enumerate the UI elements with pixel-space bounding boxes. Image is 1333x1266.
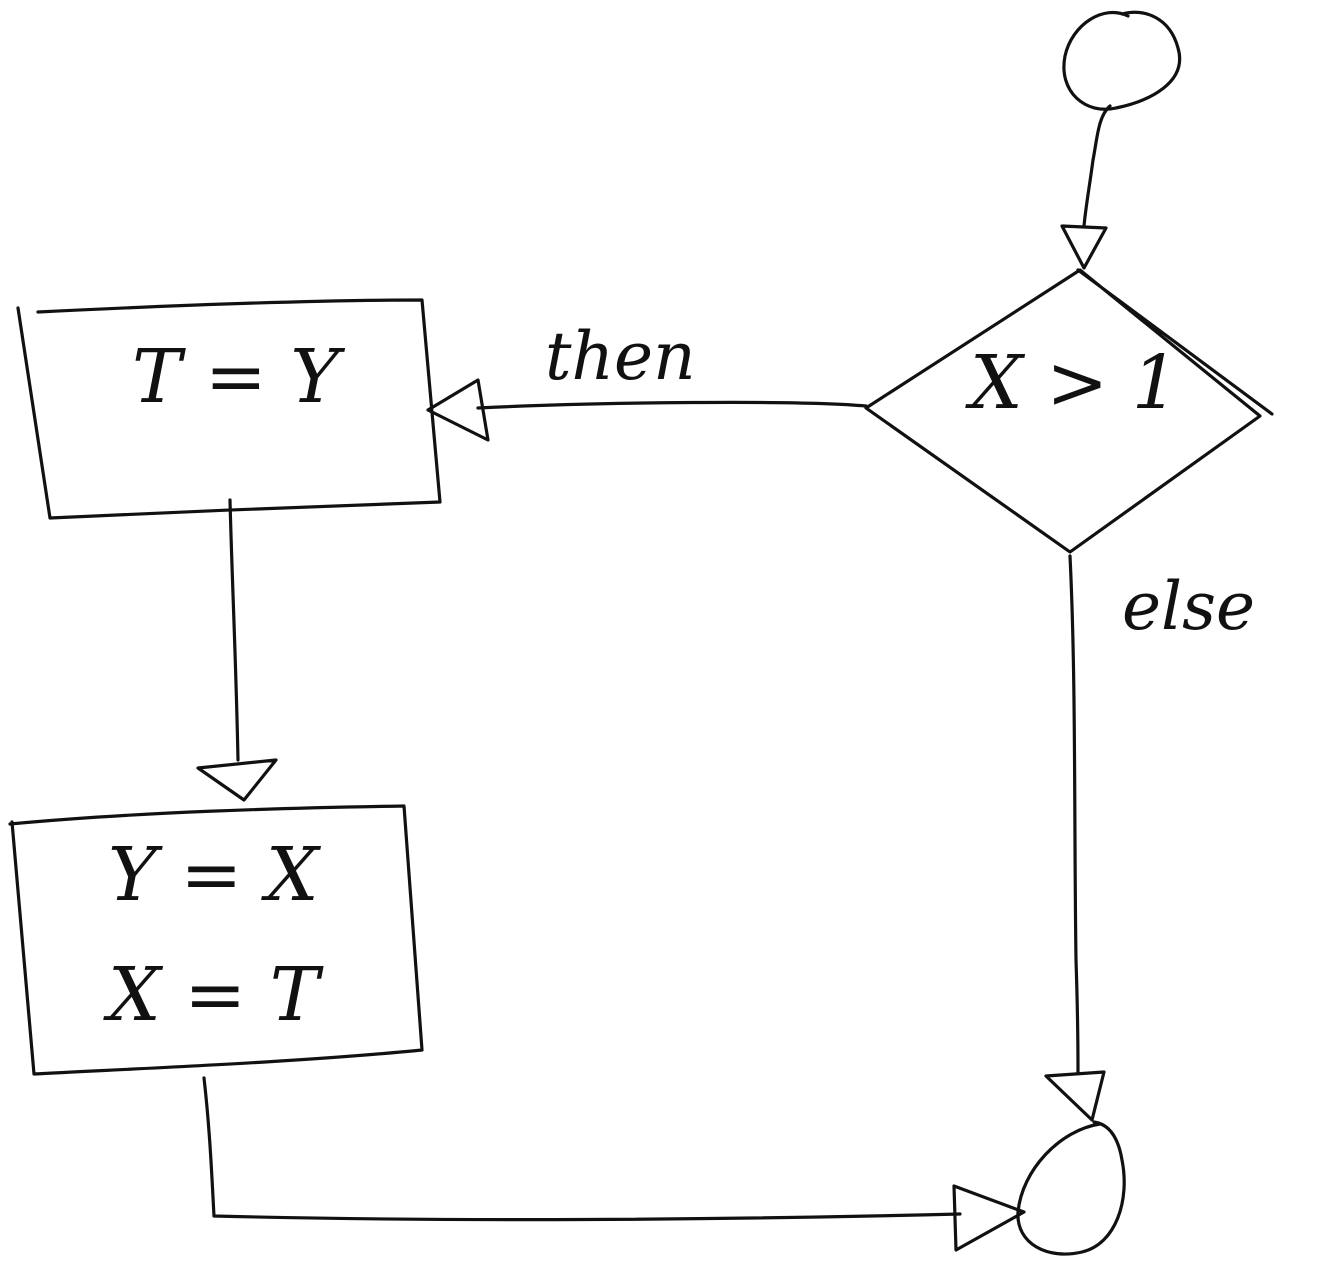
assign-node	[16, 298, 442, 520]
swap-label-line-1: Y = X	[108, 832, 319, 918]
start-node	[1062, 10, 1182, 111]
swap-label-line-2: X = T	[108, 952, 320, 1038]
edge-condition-to-assign	[476, 400, 868, 410]
edge-condition-to-assign-arrowhead	[426, 378, 490, 442]
end-node	[1016, 1120, 1126, 1256]
edge-swap-to-end-arrowhead	[952, 1184, 1026, 1252]
assign-label: T = Y	[132, 334, 340, 420]
edge-assign-to-swap-arrowhead	[196, 758, 278, 802]
else-label: else	[1122, 568, 1256, 645]
edge-assign-to-swap	[228, 498, 240, 762]
edge-condition-to-end	[1068, 554, 1080, 1074]
edge-condition-to-end-arrowhead	[1044, 1070, 1106, 1122]
edge-start-to-condition-arrowhead	[1060, 224, 1108, 270]
then-label: then	[545, 318, 696, 395]
edge-start-to-condition	[1082, 104, 1112, 228]
edge-swap-to-end	[202, 1076, 962, 1222]
swap-node	[8, 804, 424, 1076]
condition-node	[864, 268, 1274, 554]
condition-label: X > 1	[970, 340, 1179, 426]
